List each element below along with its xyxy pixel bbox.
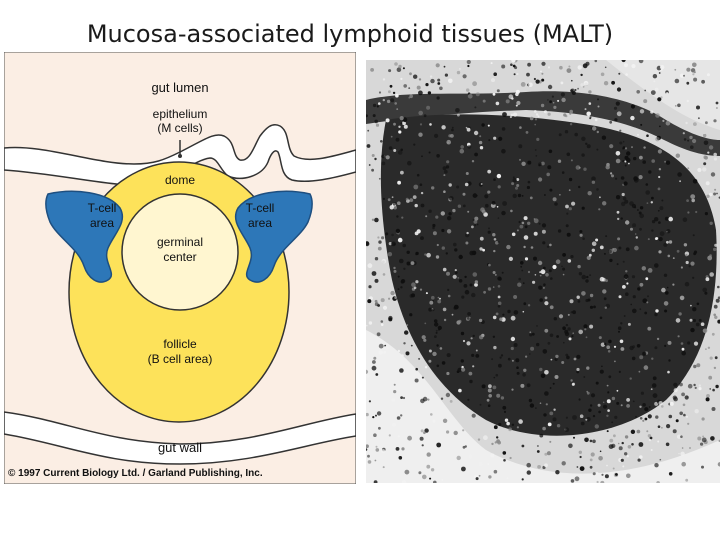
copyright-notice: © 1997 Current Biology Ltd. / Garland Pu…	[8, 468, 263, 479]
germinal-center	[121, 193, 239, 311]
histology-micrograph	[366, 60, 720, 483]
tcell-area-right	[234, 190, 313, 283]
gut-wall-band	[4, 411, 356, 465]
label-b-cell-area: (B cell area)	[148, 352, 213, 366]
label-gut-wall: gut wall	[158, 440, 202, 455]
label-center: center	[163, 250, 196, 264]
label-m-cells: (M cells)	[157, 121, 202, 135]
label-tcell-left-1: T-cell	[88, 201, 117, 215]
label-epithelium: epithelium	[153, 107, 208, 121]
tcell-area-left	[45, 190, 124, 283]
cell-nuclei-texture	[366, 60, 720, 483]
malt-schematic-diagram: gut lumen epithelium (M cells) dome T-ce…	[4, 52, 356, 484]
connective-tissue-region	[366, 330, 720, 483]
label-tcell-right-1: T-cell	[246, 201, 275, 215]
label-germinal: germinal	[157, 235, 203, 249]
label-tcell-right-2: area	[248, 216, 272, 230]
label-gut-lumen: gut lumen	[151, 80, 208, 95]
label-dome: dome	[165, 173, 195, 187]
label-follicle: follicle	[163, 337, 197, 351]
slide-title: Mucosa-associated lymphoid tissues (MALT…	[86, 20, 614, 48]
label-tcell-left-2: area	[90, 216, 114, 230]
